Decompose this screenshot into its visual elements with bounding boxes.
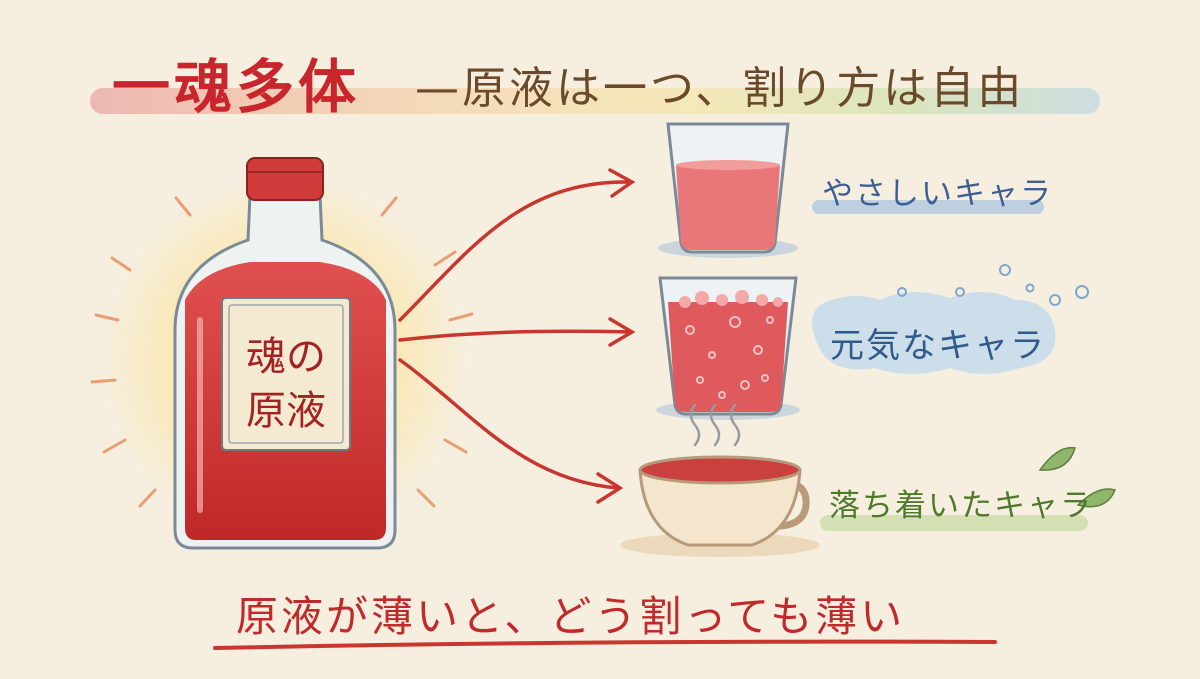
bottle-glow-rays bbox=[90, 196, 474, 508]
arrow-to-gentle bbox=[398, 180, 632, 322]
wash-calm bbox=[820, 515, 1088, 531]
fizzy-glass-icon bbox=[656, 276, 800, 420]
bottle-label-text: 魂の 原液 bbox=[246, 334, 326, 434]
bubbles-decoration bbox=[897, 264, 1089, 306]
teacup-icon bbox=[620, 403, 820, 557]
branch-label-calm: 落ち着いたキャラ bbox=[829, 488, 1093, 524]
branch-label-energetic: 元気なキャラ bbox=[830, 326, 1046, 366]
glass-icon bbox=[658, 122, 798, 258]
arrow-to-calm bbox=[398, 358, 620, 490]
bottom-message: 原液が薄いと、どう割っても薄い bbox=[236, 592, 906, 641]
bottom-underline bbox=[213, 639, 997, 650]
bottle-icon bbox=[173, 157, 397, 550]
wash-gentle bbox=[812, 200, 1044, 214]
title-lead: 一魂多体 bbox=[112, 53, 361, 121]
arrow-to-energetic-head bbox=[608, 317, 636, 347]
leaf-icon bbox=[1038, 446, 1117, 508]
arrow-to-energetic bbox=[398, 329, 632, 342]
branch-arrows bbox=[398, 168, 636, 504]
arrow-to-gentle-head bbox=[608, 168, 636, 198]
arrow-to-calm-head bbox=[596, 472, 624, 504]
wash-energetic bbox=[811, 291, 1056, 374]
title-underline-wash bbox=[90, 88, 1100, 114]
branch-label-gentle: やさしいキャラ bbox=[822, 176, 1053, 212]
title-subtitle: —原液は一つ、割り方は自由 bbox=[415, 63, 1025, 114]
